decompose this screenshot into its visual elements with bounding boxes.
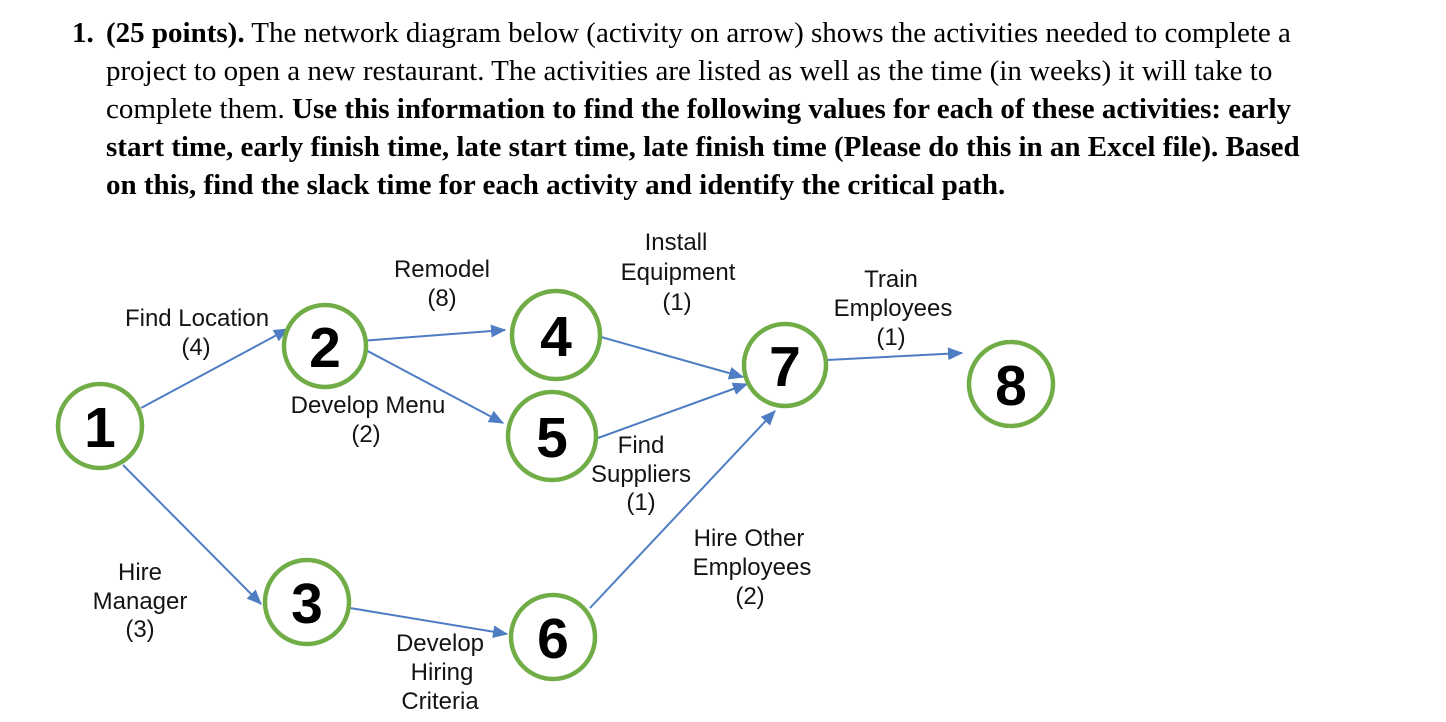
node-7: 7: [741, 321, 829, 409]
question-line-5: on this, find the slack time for each ac…: [106, 166, 1406, 204]
node-3-circle: [262, 557, 352, 647]
edge-5-7: [597, 382, 749, 439]
edge-1-3: [122, 464, 262, 605]
edge-label-hire-manager-line-1: Hire: [118, 559, 162, 586]
edge-label-train-employees-line-1: Train: [864, 266, 918, 293]
node-4: 4: [509, 288, 603, 382]
node-8: 8: [966, 339, 1056, 429]
question-line-2: project to open a new restaurant. The ac…: [106, 52, 1406, 90]
question-line-1-text: The network diagram below (activity on a…: [244, 17, 1291, 49]
edge-3-6: [349, 607, 509, 639]
edge-label-remodel-line-1: Remodel: [394, 256, 490, 283]
edge-6-7: [589, 410, 776, 609]
edge-label-install-equipment-line-3: (1): [662, 289, 691, 316]
node-1: 1: [55, 381, 145, 471]
node-5-number: 5: [536, 406, 568, 470]
edge-label-find-suppliers: Find Suppliers (1): [591, 432, 691, 516]
edge-label-find-location: Find Location (4): [125, 305, 269, 361]
node-6-circle: [508, 592, 598, 682]
node-7-number: 7: [769, 335, 801, 399]
edge-label-install-equipment-line-1: Install: [645, 229, 708, 256]
edge-label-find-suppliers-line-3: (1): [626, 489, 655, 516]
question-line-3-bold: Use this information to find the followi…: [292, 93, 1292, 125]
edge-label-train-employees: Train Employees (1): [834, 266, 953, 351]
node-5-circle: [505, 389, 599, 483]
edge-label-train-employees-line-2: Employees: [834, 295, 953, 322]
node-1-circle: [55, 381, 145, 471]
question-line-3-text: complete them.: [106, 93, 293, 125]
edge-label-hire-manager: Hire Manager (3): [93, 559, 188, 643]
node-2: 2: [281, 302, 369, 390]
edge-label-hire-other-employees-line-2: Employees: [693, 554, 812, 581]
edge-label-remodel: Remodel (8): [394, 256, 490, 312]
edge-1-2: [140, 328, 290, 409]
edge-label-hire-manager-line-2: Manager: [93, 588, 188, 615]
node-1-number: 1: [84, 396, 116, 460]
node-5: 5: [505, 389, 599, 483]
question-number: 1.: [72, 17, 94, 49]
node-2-circle: [281, 302, 369, 390]
question-line-4-bold: start time, early finish time, late star…: [106, 131, 1300, 163]
question-line-4: start time, early finish time, late star…: [106, 128, 1406, 166]
edge-2-5: [359, 346, 505, 424]
question-line-3: complete them. Use this information to f…: [106, 90, 1406, 128]
node-7-circle: [741, 321, 829, 409]
edge-label-hire-other-employees: Hire Other Employees (2): [693, 525, 812, 610]
edge-label-develop-menu: Develop Menu (2): [291, 392, 446, 448]
edge-label-find-location-line-1: Find Location: [125, 305, 269, 332]
edge-label-find-location-line-2: (4): [181, 334, 210, 361]
edge-label-hire-other-employees-line-3: (2): [735, 583, 764, 610]
edge-label-develop-hiring-criteria-line-3: Criteria: [401, 688, 479, 715]
edge-label-develop-hiring-criteria-line-1: Develop: [396, 630, 484, 657]
edge-label-find-suppliers-line-2: Suppliers: [591, 461, 691, 488]
edge-label-train-employees-line-3: (1): [876, 324, 905, 351]
node-4-circle: [509, 288, 603, 382]
question-line-2-text: project to open a new restaurant. The ac…: [106, 55, 1273, 87]
edge-label-develop-hiring-criteria-line-2: Hiring: [411, 659, 474, 686]
edge-7-8: [826, 347, 964, 361]
edge-label-hire-other-employees-line-1: Hire Other: [694, 525, 805, 552]
edge-label-install-equipment-line-2: Equipment: [621, 259, 736, 286]
node-3: 3: [262, 557, 352, 647]
edge-label-develop-menu-line-1: Develop Menu: [291, 392, 446, 419]
node-3-number: 3: [291, 572, 323, 636]
edge-label-remodel-line-2: (8): [427, 285, 456, 312]
points-label: (25 points).: [106, 17, 245, 49]
node-4-number: 4: [540, 305, 572, 369]
edge-4-7: [600, 336, 745, 380]
node-6: 6: [508, 592, 598, 682]
node-2-number: 2: [309, 316, 341, 380]
edge-label-develop-hiring-criteria: Develop Hiring Criteria: [396, 630, 484, 715]
question-text: (25 points). The network diagram below (…: [106, 14, 1406, 204]
node-8-number: 8: [995, 354, 1027, 418]
question-line-5-bold: on this, find the slack time for each ac…: [106, 169, 1006, 201]
node-6-number: 6: [537, 607, 569, 671]
edge-label-develop-menu-line-2: (2): [351, 421, 380, 448]
node-8-circle: [966, 339, 1056, 429]
edge-label-find-suppliers-line-1: Find: [618, 432, 665, 459]
edge-label-install-equipment: Install Equipment (1): [621, 229, 736, 316]
question-line-1: (25 points). The network diagram below (…: [106, 14, 1406, 52]
edge-label-hire-manager-line-3: (3): [125, 616, 154, 643]
edge-2-4: [359, 324, 507, 342]
